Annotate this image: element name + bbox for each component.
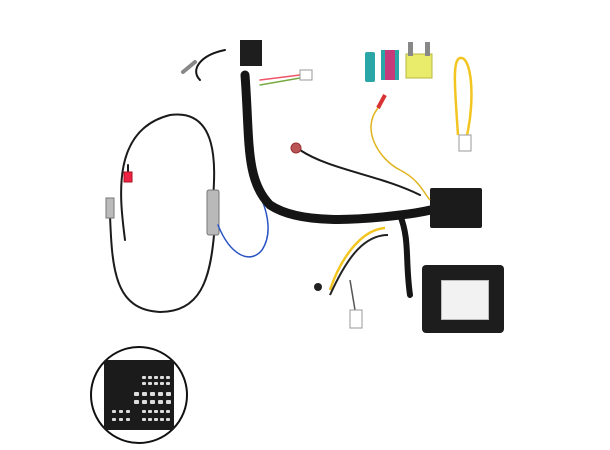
quadlock-connector-inset [90,346,188,444]
yellow-patch-cable [453,56,473,152]
quadlock-connector [104,360,174,430]
antenna-adapter [105,113,269,314]
red-sense-wire [370,94,431,201]
speaker-wires [314,226,389,329]
fuse [405,42,433,79]
module-label [441,280,489,320]
main-harness [181,40,482,298]
fakra-connectors [365,50,399,82]
